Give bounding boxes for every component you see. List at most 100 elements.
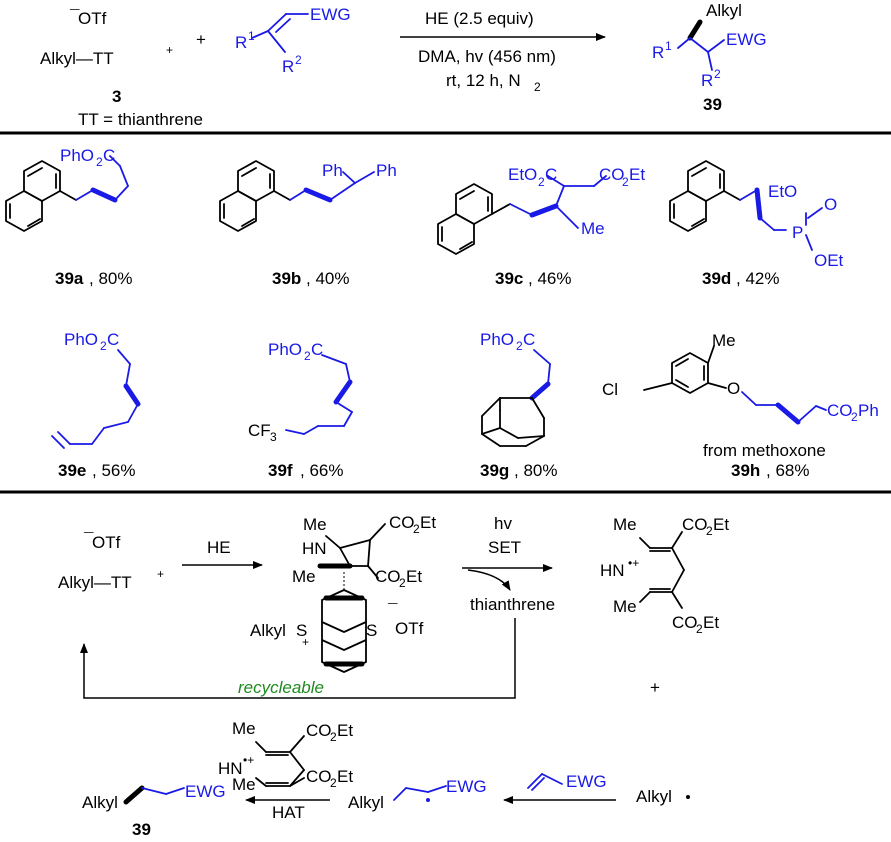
product-number: 39 (703, 95, 722, 114)
reagent-charge: + (166, 43, 173, 57)
plus-sign: + (196, 30, 206, 49)
39e-ester: PhO (64, 330, 98, 349)
svg-text:Ph: Ph (858, 401, 879, 420)
39d-eto: EtO (768, 182, 797, 201)
svg-text:C: C (107, 330, 119, 349)
svg-text:2: 2 (706, 524, 713, 538)
product-39e: PhO 2 C 39e , 56% (51, 330, 141, 480)
condition-time: rt, 12 h, N (446, 71, 521, 90)
svg-text:hv: hv (494, 514, 512, 533)
condition-reagent: HE (2.5 equiv) (425, 9, 534, 28)
svg-text:Et: Et (337, 767, 353, 786)
svg-text:Et: Et (703, 613, 719, 632)
svg-text:Et: Et (337, 721, 353, 740)
svg-text:C: C (545, 165, 557, 184)
svg-text:2: 2 (96, 155, 103, 169)
svg-text:2: 2 (516, 339, 523, 353)
alkene-r2: R (282, 57, 294, 76)
mech-alkyl-radical: Alkyl (636, 787, 672, 806)
39f-yield: , 66% (300, 461, 343, 480)
eda-complex: Me HN CO 2 Et Me CO 2 Et Alkyl (250, 513, 436, 673)
39b-id: 39b (272, 269, 301, 288)
product-r2-sup: 2 (714, 67, 721, 81)
39d-yield: , 42% (736, 269, 779, 288)
svg-text:HN: HN (302, 539, 327, 558)
mech-recycleable: recycleable (238, 678, 324, 697)
mech-alkene-ewg: EWG (566, 772, 607, 791)
hat-donor: Me HN •+ CO 2 Et Me CO 2 Et (218, 719, 353, 794)
39c-yield: , 46% (528, 269, 571, 288)
radical-dot (686, 795, 690, 799)
mech-recycle-loop (80, 618, 516, 699)
product-alkyl: Alkyl (706, 1, 742, 20)
svg-text:S: S (296, 621, 307, 640)
svg-text:2: 2 (622, 175, 629, 189)
svg-text:CO: CO (306, 767, 332, 786)
reagent-name: Alkyl—TT (40, 49, 114, 68)
mech-reagent-charge: + (157, 567, 164, 581)
product-39c: EtO 2 C CO 2 Et Me 39c , 46% (437, 165, 645, 288)
svg-text:CO: CO (682, 515, 708, 534)
39a-id: 39a (55, 269, 84, 288)
39c-me: Me (581, 219, 605, 238)
he-radical-cation: Me HN •+ CO 2 Et Me CO 2 Et (600, 515, 729, 636)
svg-text:CO: CO (375, 567, 401, 586)
svg-text:Et: Et (420, 513, 436, 532)
svg-text:S: S (366, 621, 377, 640)
product-39g: PhO 2 C 39g , 80% (480, 330, 557, 480)
alkene-structure: R 1 EWG R 2 (235, 5, 351, 76)
svg-text:¯: ¯ (83, 530, 94, 549)
svg-text:Me: Me (232, 719, 256, 738)
alkene-r2-sup: 2 (295, 53, 302, 67)
svg-text:2: 2 (330, 730, 337, 744)
svg-text:Me: Me (292, 567, 316, 586)
svg-text:•+: •+ (243, 753, 254, 767)
condition-n2-sub: 2 (534, 80, 541, 94)
svg-text:CO: CO (389, 513, 415, 532)
svg-text:•+: •+ (628, 556, 639, 570)
39d-o: O (824, 195, 837, 214)
39b-ph1: Ph (322, 161, 343, 180)
svg-text:2: 2 (330, 776, 337, 790)
39h-source-note: from methoxone (703, 441, 826, 460)
39e-id: 39e (58, 461, 86, 480)
39h-id: 39h (731, 461, 760, 480)
39h-o: O (727, 379, 740, 398)
39h-yield: , 68% (766, 461, 809, 480)
alkene-ewg: EWG (310, 5, 351, 24)
39c-ester2: CO (599, 165, 625, 184)
svg-text:2: 2 (696, 622, 703, 636)
39g-yield: , 80% (514, 461, 557, 480)
39d-oet: OEt (814, 251, 844, 270)
svg-text:Alkyl: Alkyl (250, 621, 286, 640)
svg-text:Et: Et (713, 515, 729, 534)
39c-ester1: EtO (508, 165, 537, 184)
svg-text:CO: CO (672, 613, 698, 632)
top-reaction: ¯ OTf Alkyl—TT + 3 TT = thianthrene + R … (40, 1, 767, 129)
39f-cf3: CF (248, 421, 271, 440)
mech-counterion: OTf (92, 533, 121, 552)
product-39b: Ph Ph 39b , 40% (219, 160, 397, 288)
tt-definition: TT = thianthrene (78, 110, 203, 129)
mech-he-label: HE (207, 538, 231, 557)
product-ewg: EWG (726, 30, 767, 49)
svg-text:2: 2 (304, 349, 311, 363)
otf-charge: ¯ (69, 7, 80, 26)
39h-cl: Cl (602, 380, 618, 399)
reagent-counterion: OTf (78, 9, 107, 28)
product-39h: Cl Me O CO 2 Ph from methoxone 39h , 68% (602, 331, 879, 480)
svg-text:SET: SET (488, 538, 521, 557)
reagent-number: 3 (112, 87, 121, 106)
svg-text:+: + (302, 635, 309, 649)
mech-thianthrene: thianthrene (470, 595, 555, 614)
svg-text:3: 3 (270, 430, 277, 444)
alkene-r1-sup: 1 (248, 29, 255, 43)
svg-text:2: 2 (413, 522, 420, 536)
39d-p: P (792, 223, 803, 242)
svg-text:2: 2 (399, 576, 406, 590)
product-r1-sup: 1 (665, 39, 672, 53)
product-structure: Alkyl R 1 EWG R 2 39 (652, 1, 767, 114)
svg-text:2: 2 (538, 175, 545, 189)
39g-id: 39g (480, 461, 509, 480)
39g-ester: PhO (480, 330, 514, 349)
